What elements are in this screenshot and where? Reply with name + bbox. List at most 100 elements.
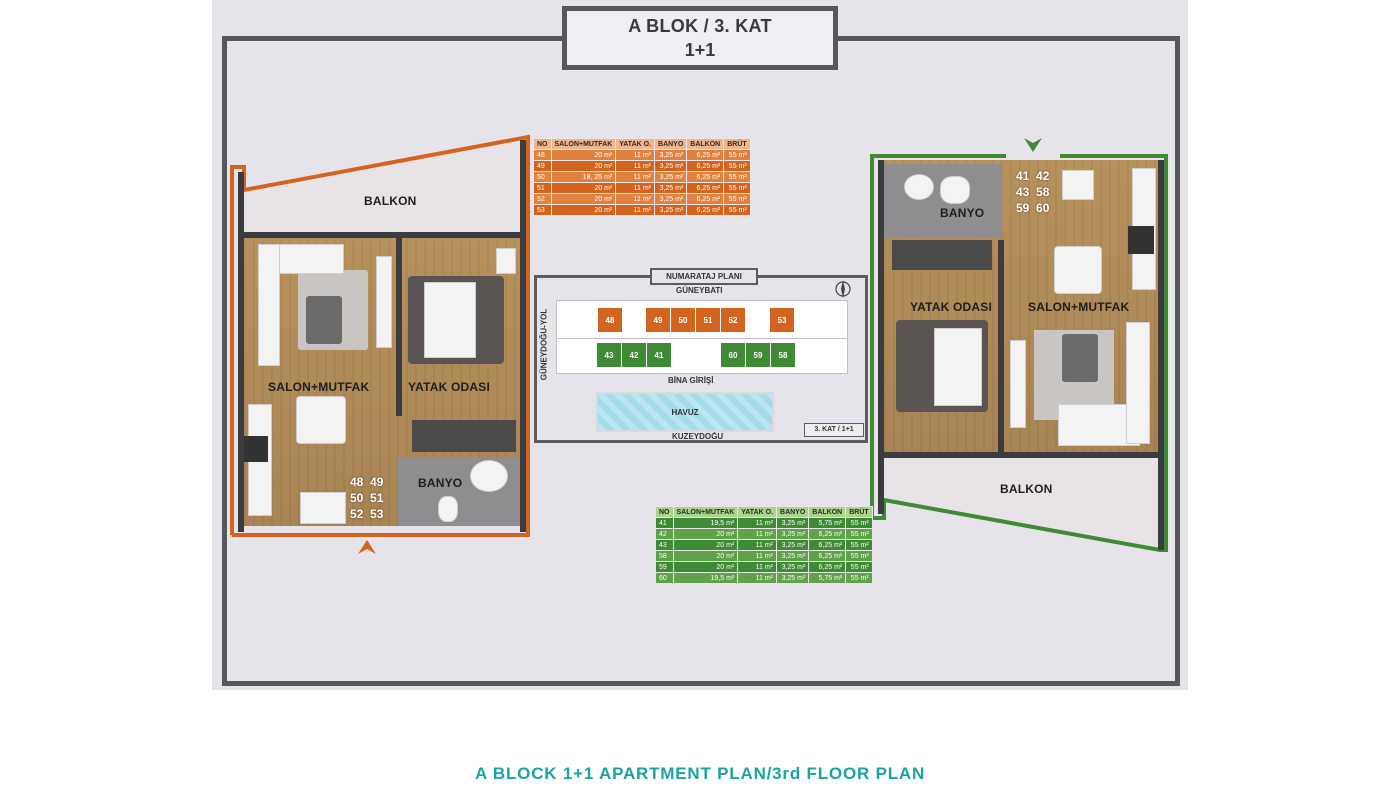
- left-fridge: [300, 492, 346, 524]
- unit-number: 48: [350, 475, 364, 489]
- table-cell: 55 m²: [845, 517, 873, 529]
- unit-number: 51: [370, 491, 384, 505]
- table-cell: 55 m²: [845, 550, 873, 562]
- right-bedding: [934, 328, 982, 406]
- green-spec-table: NO SALON+MUTFAK YATAK O. BANYO BALKON BR…: [655, 506, 873, 584]
- right-sink: [904, 174, 934, 200]
- unit-number: 50: [350, 491, 364, 505]
- table-cell: 11 m²: [737, 561, 778, 573]
- table-cell: 11 m²: [737, 539, 778, 551]
- column-header: YATAK O.: [737, 506, 778, 518]
- plan-unit-cell: 48: [598, 308, 622, 332]
- table-cell: 20 m²: [672, 539, 739, 551]
- right-entrance-arrow-icon: [1024, 138, 1042, 152]
- column-header: SALON+MUTFAK: [672, 506, 739, 518]
- left-bedding: [424, 282, 476, 358]
- right-fridge: [1062, 170, 1094, 200]
- unit-number: 59: [1016, 201, 1030, 215]
- table-cell: 6,25 m²: [808, 528, 847, 540]
- right-bath-label: BANYO: [940, 206, 985, 220]
- table-cell: 58: [655, 550, 674, 562]
- table-cell: 3,25 m²: [776, 572, 810, 584]
- footer-caption: A BLOCK 1+1 APARTMENT PLAN/3rd FLOOR PLA…: [474, 764, 926, 783]
- table-cell: 43: [655, 539, 674, 551]
- table-cell: 19,5 m²: [672, 517, 739, 529]
- table-cell: 42: [655, 528, 674, 540]
- column-header: BANYO: [776, 506, 810, 518]
- table-cell: 55 m²: [723, 204, 751, 216]
- right-dining-table: [1054, 246, 1102, 294]
- table-cell: 19,5 m²: [672, 572, 739, 584]
- table-header-row: NO SALON+MUTFAK YATAK O. BANYO BALKON BR…: [533, 138, 751, 150]
- plan-unit-cell: 53: [770, 308, 794, 332]
- right-unit-numbers: 41 42 43 58 59 60: [1016, 168, 1049, 216]
- pool: HAVUZ: [596, 392, 774, 432]
- north-direction-label: GÜNEYBATI: [676, 286, 723, 295]
- right-stove: [1128, 226, 1154, 254]
- table-cell: 5,75 m²: [808, 517, 847, 529]
- right-sofa-side: [1126, 322, 1150, 444]
- table-cell: 20 m²: [672, 550, 739, 562]
- plan-unit-cell: 52: [721, 308, 745, 332]
- table-cell: 20 m²: [550, 182, 617, 194]
- numbering-plan-title: NUMARATAJ PLANI: [650, 268, 758, 285]
- table-cell: 11 m²: [737, 517, 778, 529]
- table-cell: 60: [655, 572, 674, 584]
- right-divider-wall: [998, 240, 1004, 456]
- left-living-label: SALON+MUTFAK: [268, 380, 370, 394]
- table-cell: 3,25 m²: [776, 550, 810, 562]
- column-header: BALKON: [808, 506, 847, 518]
- left-stove: [244, 436, 268, 462]
- right-coffee-table: [1062, 334, 1098, 382]
- plan-unit-cell: 41: [647, 343, 671, 367]
- column-header: BRÜT: [845, 506, 873, 518]
- table-cell: 3,25 m²: [776, 539, 810, 551]
- table-cell: 3,25 m²: [654, 204, 688, 216]
- plan-unit-cell: 59: [746, 343, 770, 367]
- table-cell: 5,75 m²: [808, 572, 847, 584]
- table-cell: 3,25 m²: [776, 528, 810, 540]
- table-cell: 55 m²: [845, 572, 873, 584]
- table-cell: 55 m²: [723, 182, 751, 194]
- left-coffee-table: [306, 296, 342, 344]
- unit-number: 43: [1016, 185, 1030, 199]
- left-toilet: [438, 496, 458, 522]
- table-cell: 6,25 m²: [808, 539, 847, 551]
- unit-number: 53: [370, 507, 384, 521]
- plan-unit-cell: 43: [597, 343, 621, 367]
- table-cell: 11 m²: [737, 550, 778, 562]
- right-bedroom-label: YATAK ODASI: [910, 300, 992, 314]
- left-bath-label: BANYO: [418, 476, 463, 490]
- unit-number: 52: [350, 507, 364, 521]
- right-tv-unit: [1010, 340, 1026, 428]
- left-wardrobe: [412, 420, 516, 452]
- south-direction-label: KUZEYDOĞU: [672, 432, 724, 441]
- plan-unit-cell: 50: [671, 308, 695, 332]
- compass-icon: [835, 280, 851, 298]
- table-cell: 11 m²: [737, 528, 778, 540]
- right-toilet: [940, 176, 970, 204]
- table-cell: 3,25 m²: [776, 517, 810, 529]
- left-divider-wall: [396, 236, 402, 416]
- title-box: A BLOK / 3. KAT 1+1: [562, 6, 838, 70]
- title-line-1: A BLOK / 3. KAT: [628, 16, 772, 36]
- right-balcony-label: BALKON: [1000, 482, 1053, 496]
- entrance-label: BİNA GİRİŞİ: [668, 376, 714, 385]
- table-cell: 55 m²: [845, 528, 873, 540]
- plan-unit-cell: 58: [771, 343, 795, 367]
- table-cell: 3,25 m²: [776, 561, 810, 573]
- orange-spec-table: NO SALON+MUTFAK YATAK O. BANYO BALKON BR…: [533, 138, 751, 216]
- right-wardrobe: [892, 240, 992, 270]
- table-cell: 20 m²: [550, 204, 617, 216]
- table-cell: 55 m²: [845, 561, 873, 573]
- floor-tag: 3. KAT / 1+1: [804, 423, 864, 437]
